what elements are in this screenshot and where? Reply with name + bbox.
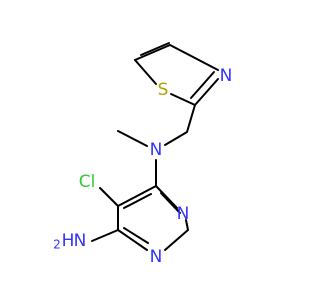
atom-n-amine: N — [150, 140, 163, 160]
bond-c4-c5-double — [140, 42, 170, 56]
bond-n3-c4-inner — [160, 192, 181, 214]
bond-c4-c5 — [117, 185, 157, 207]
bond-c6-nh2 — [91, 229, 119, 242]
atom-nh2-n: N — [74, 231, 87, 251]
bond-c6-n1-inner — [123, 227, 149, 244]
bond-c6-n1 — [117, 229, 148, 251]
bond-ch2-n — [164, 131, 188, 146]
bond-n3-c2-double — [190, 71, 215, 99]
atom-n-thiazole: N — [220, 66, 233, 86]
atom-nh2: N H 2 — [53, 231, 86, 252]
bond-n1-c2 — [164, 229, 189, 251]
bond-c2-ch2 — [186, 104, 196, 133]
atom-n-ring-b: N — [150, 247, 163, 267]
bond-n3-c2 — [194, 78, 219, 106]
bond-c4-c5-inner — [123, 193, 152, 209]
atom-s: S — [158, 80, 169, 100]
bond-c4-n3 — [169, 44, 219, 71]
atom-n-ring-a: N — [177, 204, 190, 224]
bond-c2-s — [170, 93, 196, 106]
bond-c5-cl — [99, 187, 119, 207]
bond-s-c5 — [134, 59, 157, 85]
bonds — [91, 42, 219, 251]
bond-n3-c4 — [155, 185, 178, 209]
bond-n-methyl — [117, 130, 148, 147]
atom-nh2-h: H — [62, 231, 75, 251]
atom-nh2-subscript: 2 — [53, 238, 61, 252]
bond-c2-n3 — [185, 219, 189, 231]
bond-c5-c4 — [134, 44, 171, 61]
atom-cl: Cl — [79, 172, 96, 192]
molecule-structure: S N N Cl N N N H 2 — [53, 42, 233, 267]
